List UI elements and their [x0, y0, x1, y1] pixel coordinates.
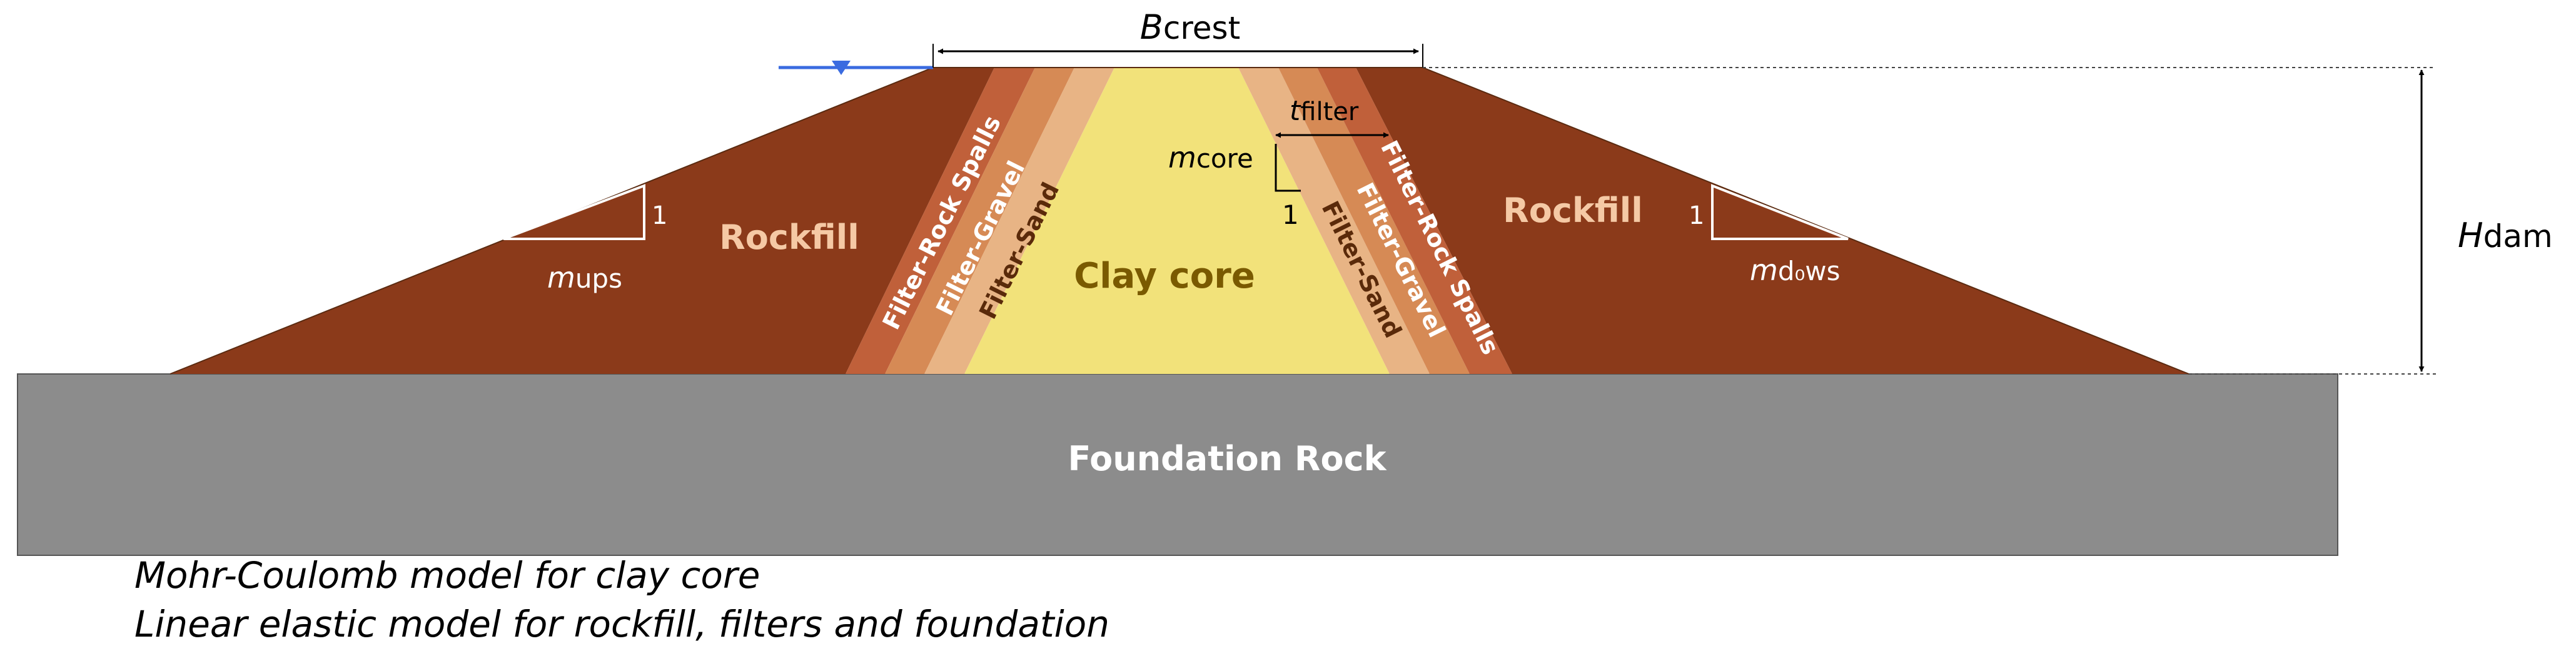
- upstream-slope-one: 1: [652, 201, 667, 230]
- rockfill-downstream-label: Rockfill: [1503, 191, 1643, 230]
- filter-rock-spalls-left-band: [846, 68, 1035, 374]
- core-slope-label: mcore: [1168, 141, 1253, 174]
- water-level-marker-icon: [832, 61, 851, 75]
- foundation-rock-label: Foundation Rock: [1068, 439, 1386, 478]
- clay-core-label: Clay core: [1074, 256, 1255, 296]
- filter-gravel-left-band: [885, 68, 1074, 374]
- downstream-slope-label: md₀ws: [1750, 253, 1841, 287]
- note-linear-elastic-model: Linear elastic model for rockfill, filte…: [134, 603, 1109, 645]
- filter-thickness-label: tfilter: [1290, 95, 1359, 127]
- rockfill-upstream-shell: [170, 68, 994, 374]
- core-slope-triangle: [1275, 144, 1301, 192]
- clay-core-zone: [964, 68, 1390, 374]
- foundation-rock-block: [17, 373, 2338, 556]
- upstream-slope-triangle: [503, 184, 645, 240]
- note-clay-core-model: Mohr-Coulomb model for clay core: [134, 554, 760, 597]
- dam-height-label: Hdam: [2458, 216, 2553, 255]
- rockfill-upstream-label: Rockfill: [719, 218, 859, 257]
- upstream-slope-label: mups: [547, 261, 622, 295]
- core-slope-one: 1: [1282, 199, 1299, 230]
- downstream-slope-one: 1: [1689, 201, 1704, 230]
- filter-gravel-right-band: [1278, 68, 1470, 374]
- crest-width-label: Bcrest: [1140, 8, 1240, 47]
- downstream-slope-triangle: [1711, 184, 1849, 240]
- filter-sand-right-band: [1238, 68, 1430, 374]
- rockfill-downstream-shell: [1356, 68, 2189, 374]
- filter-rock-spalls-right-band: [1317, 68, 1512, 374]
- filter-sand-left-band: [924, 68, 1114, 374]
